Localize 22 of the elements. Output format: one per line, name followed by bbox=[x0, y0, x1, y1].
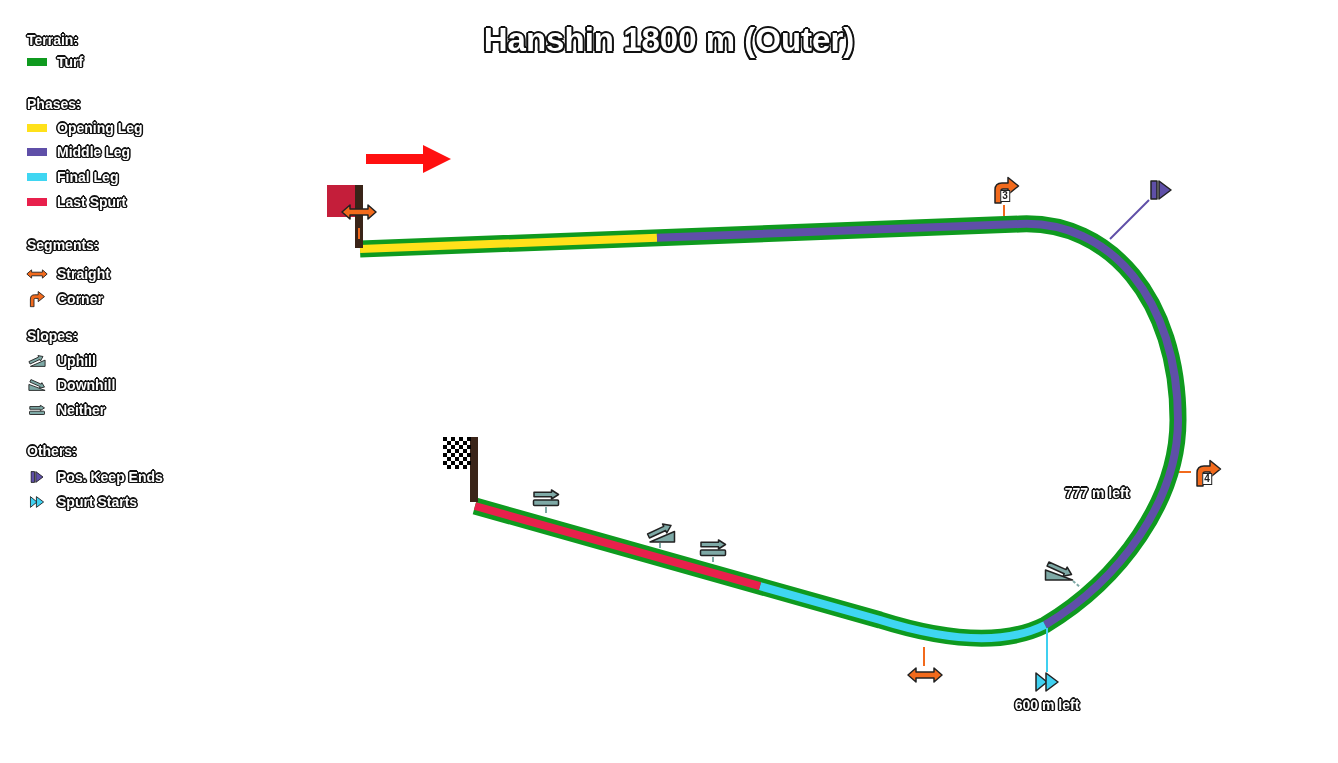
legend-heading: Slopes: bbox=[27, 327, 78, 345]
legend-label: Spurt Starts bbox=[57, 493, 138, 511]
distance-label: 600 m left bbox=[1014, 696, 1080, 714]
legend-label: Turf bbox=[57, 53, 84, 71]
distance-label: 777 m left bbox=[1064, 484, 1130, 502]
legend-heading: Phases: bbox=[27, 95, 81, 113]
corner-number: 3 bbox=[1000, 190, 1010, 202]
legend-label: Uphill bbox=[57, 352, 96, 370]
legend-heading: Segments: bbox=[27, 236, 99, 254]
legend-label: Final Leg bbox=[57, 168, 119, 186]
legend-label: Neither bbox=[57, 401, 106, 419]
legend-label: Opening Leg bbox=[57, 119, 143, 137]
title: Hanshin 1800 m (Outer) bbox=[483, 21, 855, 59]
legend-heading: Terrain: bbox=[27, 31, 79, 49]
legend-label: Straight bbox=[57, 265, 110, 283]
corner-number: 4 bbox=[1202, 473, 1212, 485]
legend-label: Pos. Keep Ends bbox=[57, 468, 163, 486]
legend-label: Downhill bbox=[57, 376, 116, 394]
legend-label: Middle Leg bbox=[57, 143, 131, 161]
legend-label: Last Spurt bbox=[57, 193, 127, 211]
legend-label: Corner bbox=[57, 290, 103, 308]
legend-heading: Others: bbox=[27, 442, 77, 460]
